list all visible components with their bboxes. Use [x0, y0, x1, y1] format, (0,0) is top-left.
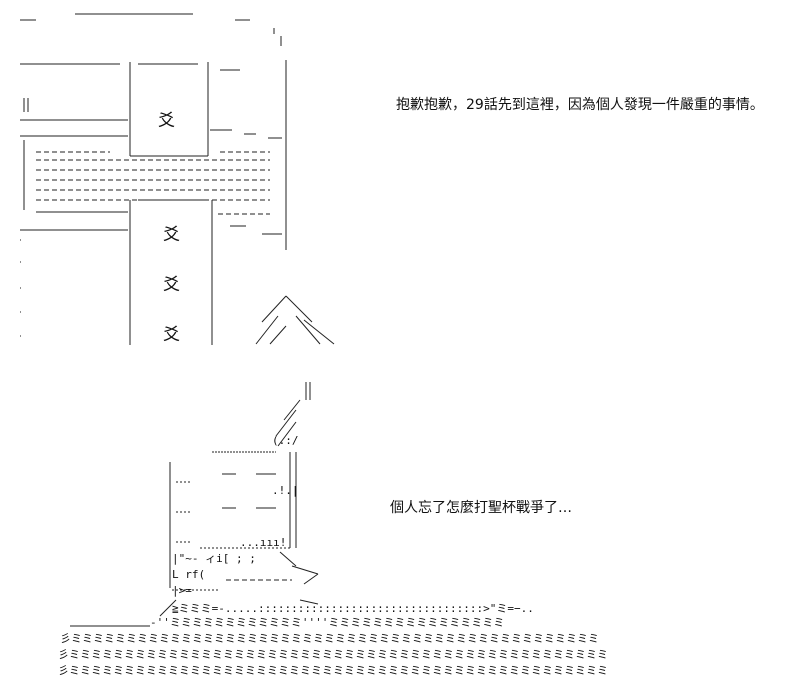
- glyph: |>=: [172, 584, 192, 597]
- ground-row: ≧ミミミ=-.....:::::::::::::::::::::::::::::…: [172, 602, 534, 615]
- ground-row: 彡ミミミミミミミミミミミミミミミミミミミミミミミミミミミミミミミミミミミミミミミ…: [58, 664, 608, 677]
- glyph: L rf(: [172, 568, 205, 581]
- face-glyph: 爻: [163, 325, 180, 345]
- ground-row: 彡ミミミミミミミミミミミミミミミミミミミミミミミミミミミミミミミミミミミミミミミ…: [58, 648, 608, 661]
- face-glyph: 爻: [163, 225, 180, 245]
- face-glyphs: 爻 爻 爻 爻: [158, 111, 180, 345]
- glyph: |"~- ィi[ ; ;: [172, 552, 256, 565]
- caption-apology: 抱歉抱歉，29話先到這裡，因為個人發現一件嚴重的事情。: [396, 97, 764, 113]
- ground-row: -''ミミミミミミミミミミミミ''''ミミミミミミミミミミミミミミミミ: [150, 616, 504, 629]
- caption-forgot: 個人忘了怎麼打聖杯戰爭了…: [390, 500, 572, 516]
- face-glyph: 爻: [163, 275, 180, 295]
- chalice-detail-glyphs: (.:/ .!.| |"~- ィi[ ; ; L rf( |>= ...ııı!: [172, 434, 299, 597]
- chalice-art: [70, 382, 319, 627]
- glyph: .!.|: [272, 484, 299, 497]
- ground-texture: ≧ミミミ=-.....:::::::::::::::::::::::::::::…: [58, 602, 608, 677]
- glyph: (.:/: [272, 434, 299, 447]
- glyph: ...ııı!: [240, 536, 286, 549]
- top-building-art: [20, 13, 335, 345]
- face-glyph: 爻: [158, 111, 175, 131]
- ground-row: 彡ミミミミミミミミミミミミミミミミミミミミミミミミミミミミミミミミミミミミミミミ…: [60, 632, 599, 645]
